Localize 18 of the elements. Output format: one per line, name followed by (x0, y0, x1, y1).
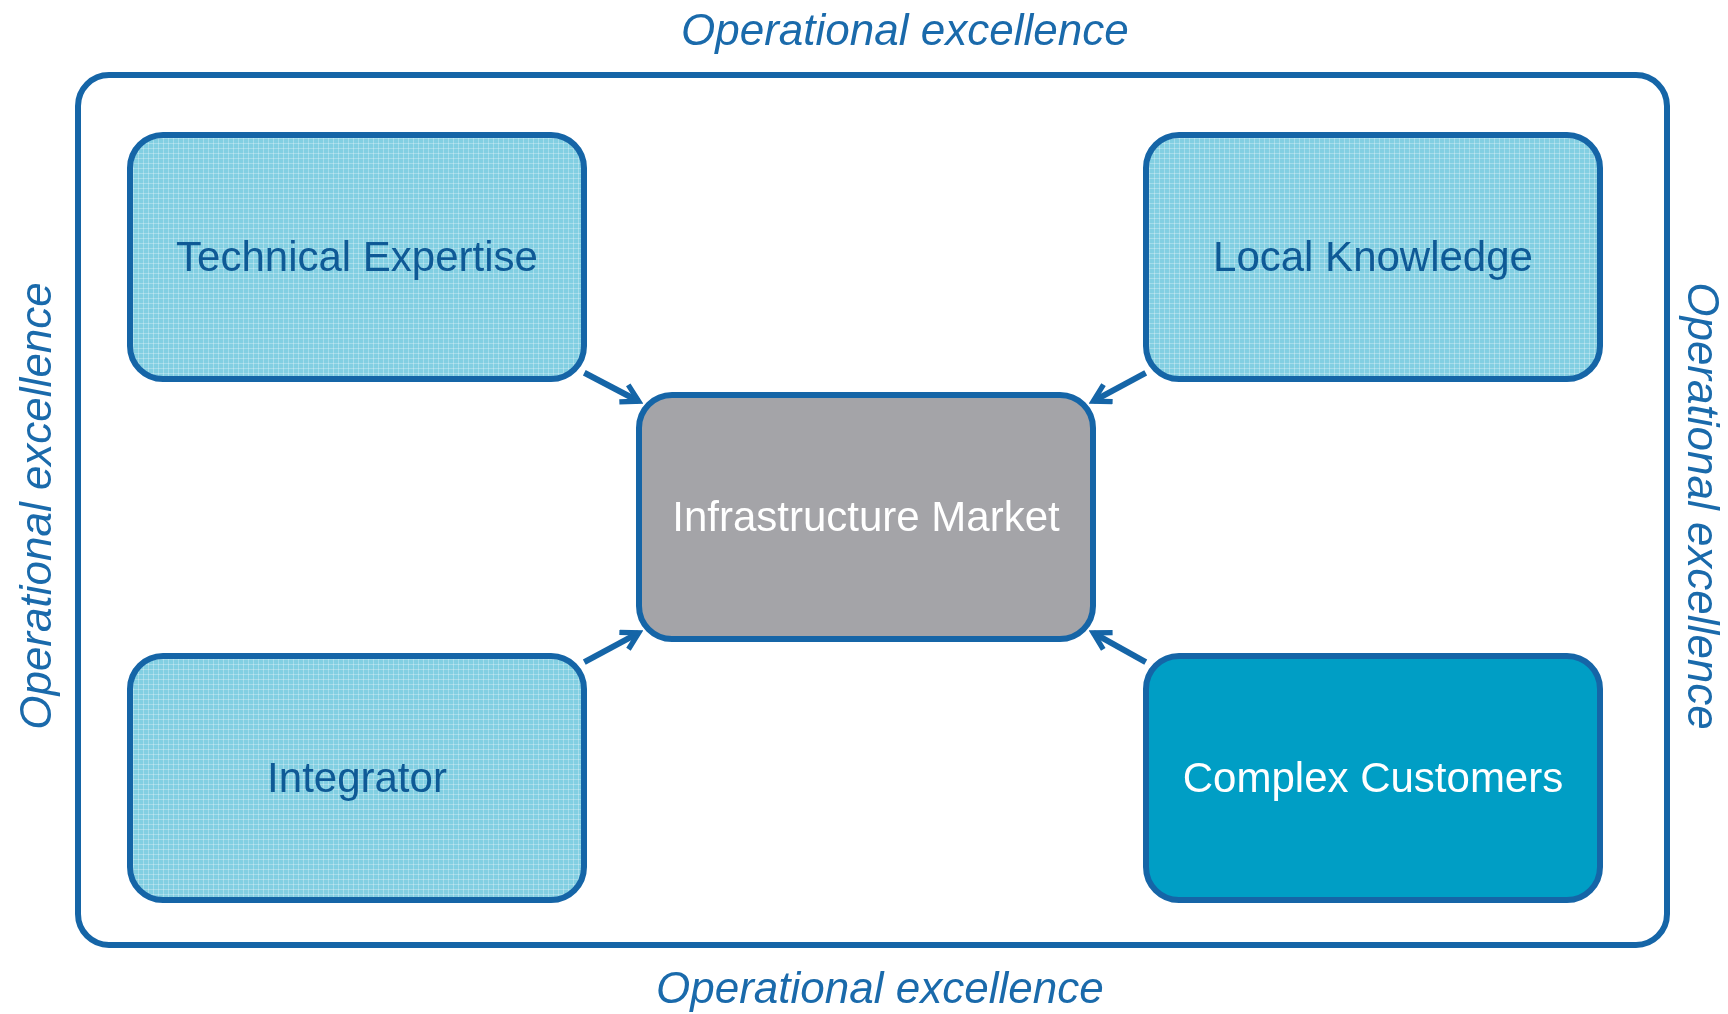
frame-label: Operational excellence (10, 282, 61, 730)
node-label: Local Knowledge (1213, 231, 1533, 282)
frame-label: Operational excellence (656, 963, 1104, 1013)
node-label: Technical Expertise (176, 231, 538, 282)
arrow (1090, 370, 1148, 405)
node-label: Infrastructure Market (672, 491, 1060, 542)
arrow (1090, 630, 1148, 665)
node-label: Integrator (267, 752, 447, 803)
process-box (127, 132, 587, 382)
process-box (1143, 132, 1603, 382)
process-box (636, 392, 1096, 642)
arrow (582, 370, 642, 405)
node-label: Complex Customers (1182, 752, 1564, 803)
process-box (1143, 653, 1603, 903)
arrow (582, 629, 642, 665)
frame-label: Operational excellence (681, 5, 1129, 55)
frame-label: Operational excellence (1677, 282, 1728, 730)
process-box (127, 653, 587, 903)
